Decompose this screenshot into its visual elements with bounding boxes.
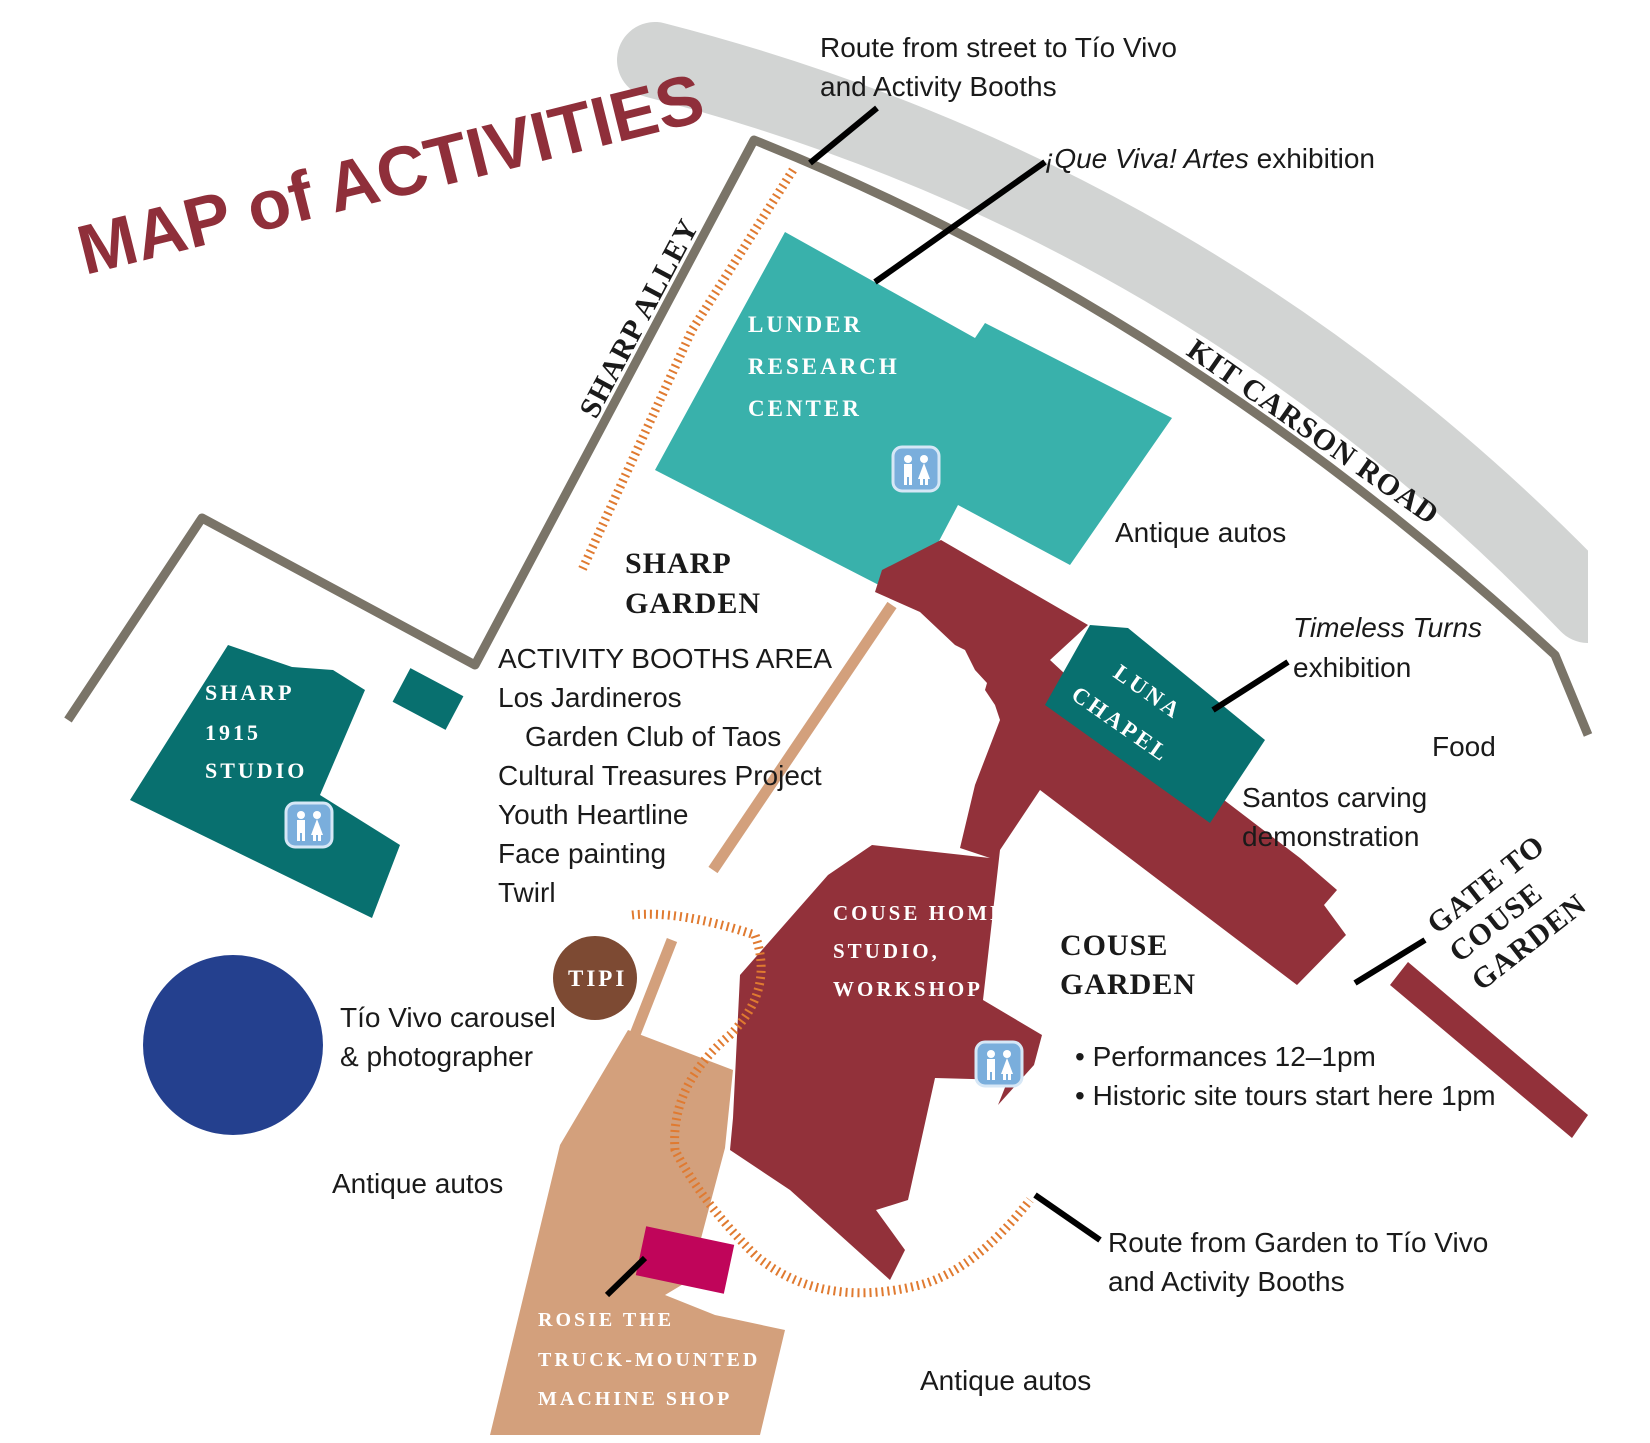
sharp-1915-studio	[130, 645, 400, 918]
activity-booths-list: ACTIVITY BOOTHS AREA Los Jardineros Gard…	[498, 643, 838, 908]
leader-route-street	[808, 105, 879, 166]
que-viva-label: ¡Que Viva! Artes exhibition	[1045, 143, 1375, 174]
couse-home-label: COUSE HOME, STUDIO, WORKSHOP	[833, 901, 1024, 1001]
leader-timeless	[1211, 659, 1290, 713]
sharp-studio-label: SHARP 1915 STUDIO	[205, 680, 307, 783]
route-street-label: Route from street to Tío Vivo and Activi…	[820, 32, 1185, 102]
route-from-garden	[631, 909, 1034, 1298]
antique-autos-label-east: Antique autos	[1115, 517, 1286, 548]
tio-vivo-carousel	[143, 955, 323, 1135]
kit-carson-road	[617, 22, 1626, 643]
tan-path-upper	[708, 601, 897, 874]
tio-vivo-label: Tío Vivo carousel & photographer	[340, 1002, 564, 1072]
lunder-research-center	[655, 232, 1172, 600]
restroom-icon	[284, 801, 334, 849]
antique-autos-label-west: Antique autos	[332, 1168, 503, 1199]
restroom-icon	[974, 1040, 1024, 1088]
gate-strip	[1390, 962, 1588, 1138]
couse-garden-label: COUSE GARDEN	[1060, 929, 1196, 1001]
rosie-label: ROSIE THE TRUCK-MOUNTED MACHINE SHOP	[538, 1309, 768, 1410]
food-label: Food	[1432, 731, 1496, 762]
rosie-leader-line	[604, 1255, 648, 1298]
rosie-truck	[635, 1226, 735, 1294]
sharp-alley-label: SHARP ALLEY	[573, 213, 706, 423]
gate-label: GATE TO COUSE GARDEN	[1421, 823, 1602, 997]
couse-events-label: • Performances 12–1pm • Historic site to…	[1075, 1041, 1496, 1111]
leader-route-garden	[1033, 1192, 1102, 1243]
rosie-area	[490, 1030, 785, 1435]
timeless-turns-label: Timeless Turns exhibition	[1293, 612, 1490, 683]
sharp-garden-label: SHARP GARDEN	[625, 547, 761, 620]
tipi-label: TIPI	[568, 966, 627, 991]
sharp-studio-annex	[392, 668, 464, 730]
santos-label: Santos carving demonstration	[1242, 782, 1435, 852]
couse-complex	[730, 540, 1346, 1280]
leader-que-viva	[873, 159, 1047, 285]
route-garden-label: Route from Garden to Tío Vivo and Activi…	[1108, 1227, 1496, 1297]
map-title: MAP of ACTIVITIES	[70, 59, 712, 290]
leader-gate	[1353, 937, 1427, 986]
luna-chapel	[1045, 625, 1265, 823]
restroom-icon	[891, 445, 941, 493]
lunder-label: LUNDER RESEARCH CENTER	[748, 312, 909, 421]
property-wall-line	[64, 135, 1593, 737]
tipi	[553, 936, 637, 1020]
antique-autos-label-south: Antique autos	[920, 1365, 1091, 1396]
